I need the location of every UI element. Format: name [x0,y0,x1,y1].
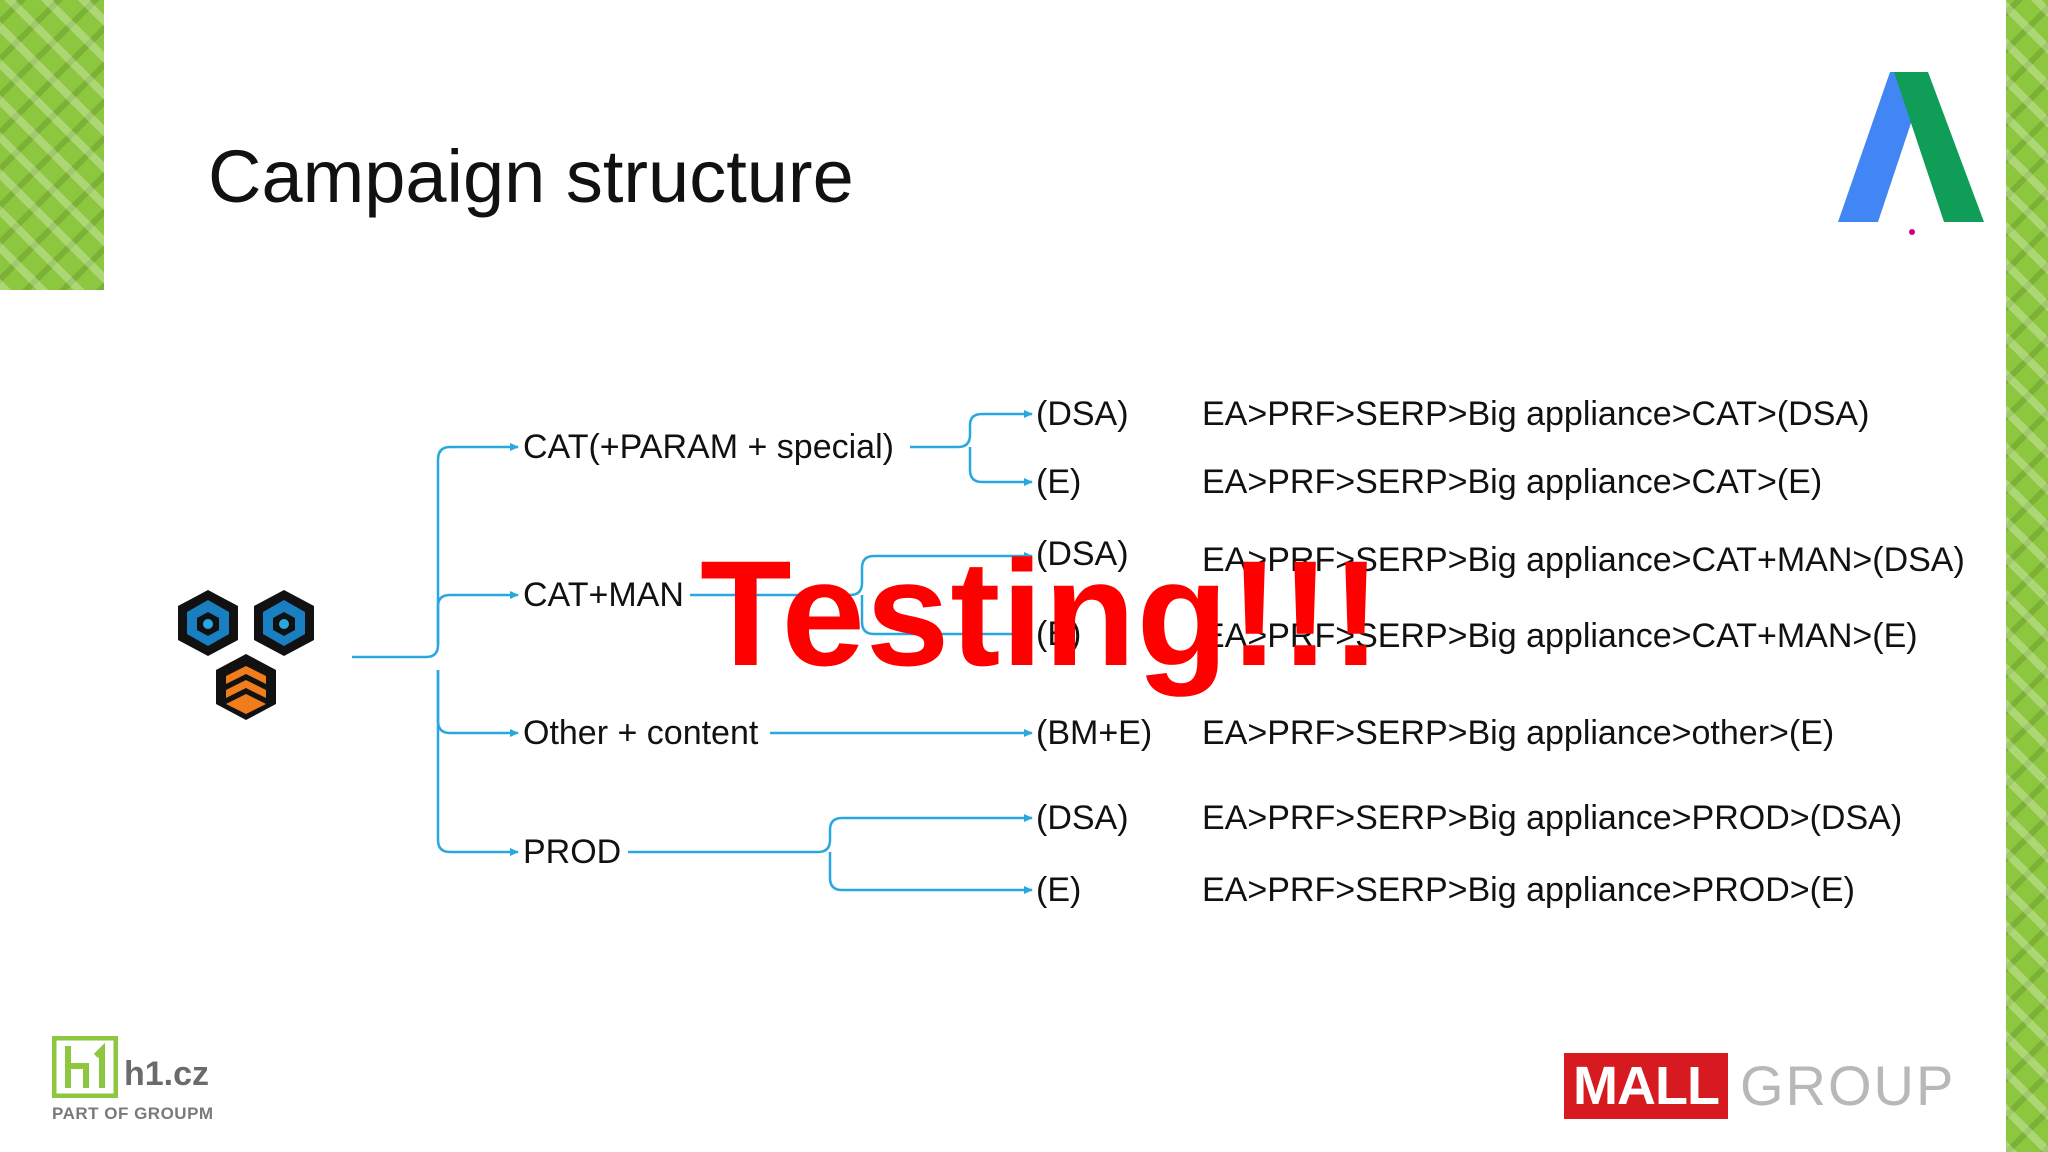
slide-title: Campaign structure [208,135,854,218]
right-side-pattern [2006,0,2048,1152]
leaf-cat-e: (E) [1036,463,1082,501]
group-logo-text: GROUP [1740,1054,1956,1117]
path-other-e: EA>PRF>SERP>Big appliance>other>(E) [1202,714,1835,752]
leaf-catman-dsa: (DSA) [1036,535,1129,573]
testing-overlay-text: Testing!!! [700,529,1383,697]
leaf-other-bme: (BM+E) [1036,714,1153,752]
left-side-pattern [0,0,104,290]
h1-brand-text: h1.cz [124,1055,210,1093]
leaf-cat-dsa: (DSA) [1036,395,1129,433]
node-prod: PROD [523,833,622,871]
leaf-prod-dsa: (DSA) [1036,799,1129,837]
path-catman-e: EA>PRF>SERP>Big appliance>CAT+MAN>(E) [1202,617,1918,655]
leaf-prod-e: (E) [1036,871,1082,909]
path-catman-dsa: EA>PRF>SERP>Big appliance>CAT+MAN>(DSA) [1202,541,1965,579]
path-cat-dsa: EA>PRF>SERP>Big appliance>CAT>(DSA) [1202,395,1870,433]
path-cat-e: EA>PRF>SERP>Big appliance>CAT>(E) [1202,463,1823,501]
path-prod-e: EA>PRF>SERP>Big appliance>PROD>(E) [1202,871,1855,909]
node-other-content: Other + content [523,714,759,752]
node-cat-param-special: CAT(+PARAM + special) [523,428,894,466]
path-prod-dsa: EA>PRF>SERP>Big appliance>PROD>(DSA) [1202,799,1903,837]
node-cat-man: CAT+MAN [523,576,684,614]
leaf-catman-e: (E) [1036,615,1082,653]
hexagon-cluster-icon [178,590,314,720]
adwords-logo-icon [1838,72,1984,235]
h1-brand-subtitle: PART OF GROUPM [52,1104,214,1123]
h1-logo-icon [52,1036,118,1098]
mall-logo: MALL [1564,1053,1728,1119]
